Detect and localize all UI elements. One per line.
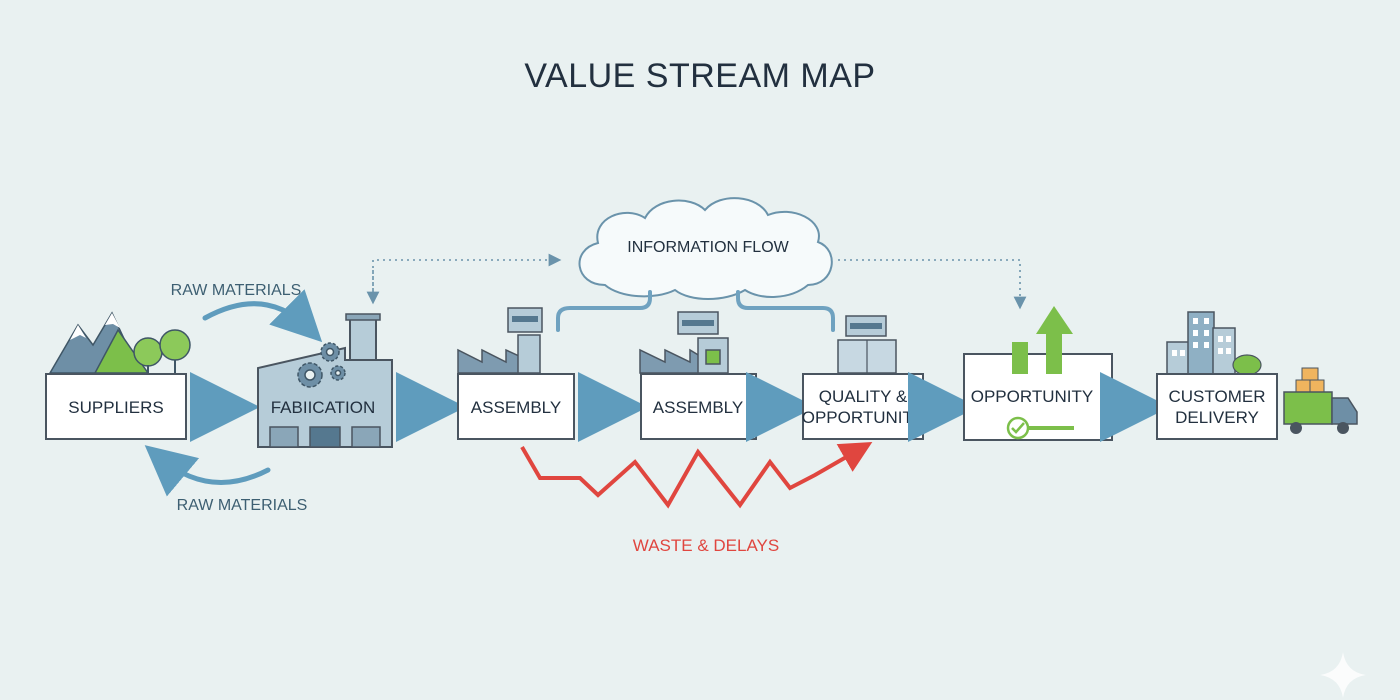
quality-box <box>802 373 924 440</box>
cloud-icon <box>578 197 833 300</box>
info-flow-connectors <box>366 253 1027 310</box>
assembly2-label: ASSEMBLY <box>653 398 743 417</box>
opportunity-box <box>963 353 1113 441</box>
page-title: VALUE STREAM MAP <box>524 57 875 95</box>
check-icon <box>1006 416 1074 440</box>
quality-label-line1: QUALITY & <box>819 387 908 406</box>
delivery-label-line2: DELIVERY <box>1175 408 1259 427</box>
quality-label-line2: OPPORTUNITY <box>802 408 924 427</box>
raw-materials-loop <box>144 289 323 497</box>
suppliers-box <box>45 373 187 440</box>
sparkle-icon <box>1320 652 1366 698</box>
growth-arrow-icon <box>1012 306 1073 374</box>
delivery-truck-icon <box>1283 367 1358 434</box>
raw-materials-bottom-label: RAW MATERIALS <box>177 497 308 514</box>
info-flow-label: INFORMATION FLOW <box>627 239 789 256</box>
factory-gears-icon <box>257 313 393 448</box>
fabrication-label: FABIICATION <box>271 398 376 417</box>
info-flow-brackets <box>556 290 835 332</box>
waste-label: WASTE & DELAYS <box>633 536 779 555</box>
raw-materials-top-label: RAW MATERIALS <box>171 282 302 299</box>
mountains-trees-icon <box>48 311 191 375</box>
package-crate-icon <box>837 315 897 374</box>
assembly1-box <box>457 373 575 440</box>
waste-zigzag <box>520 442 873 509</box>
factory-icon <box>457 307 543 374</box>
opportunity-label: OPPORTUNITY <box>971 387 1093 406</box>
city-buildings-icon <box>1166 311 1262 376</box>
delivery-box <box>1156 373 1278 440</box>
suppliers-label: SUPPLIERS <box>68 398 163 417</box>
delivery-label-line1: CUSTOMER <box>1169 387 1266 406</box>
factory-icon <box>639 311 729 374</box>
assembly1-label: ASSEMBLY <box>471 398 561 417</box>
